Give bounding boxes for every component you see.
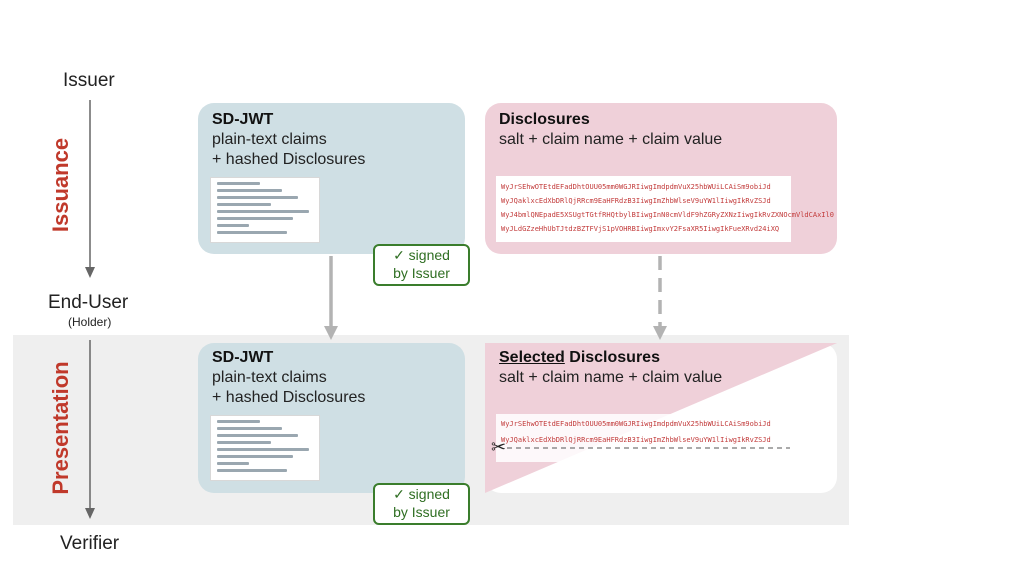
scissors-icon: ✂ bbox=[491, 437, 507, 457]
issuance-arrow-head bbox=[85, 267, 95, 278]
disclosure-item: WyJ4bmlQNEpadE5XSUgtTGtfRHQtbylBIiwgInN0… bbox=[501, 211, 834, 219]
verifier-label: Verifier bbox=[60, 533, 120, 554]
disclosure-item: WyJrSEhwOTEtdEFadDhtOUU05mm0WGJRIiwgImdp… bbox=[501, 420, 771, 428]
sdjwt-title: SD-JWT bbox=[212, 349, 274, 366]
presentation-arrow-head bbox=[85, 508, 95, 519]
issuance-signed-badge: ✓ signed by Issuer bbox=[373, 244, 470, 286]
issuer-label: Issuer bbox=[63, 70, 115, 91]
disclosure-item: WyJQaklxcEdXbDRlQjRRcm9EaHFRdzB3IiwgImZh… bbox=[501, 197, 771, 205]
jwt-code-thumbnail bbox=[210, 415, 320, 481]
sdjwt-line-1: plain-text claims bbox=[212, 131, 327, 148]
issuance-phase-label: Issuance bbox=[48, 137, 73, 233]
sdjwt-title: SD-JWT bbox=[212, 111, 274, 128]
end-user-label: End-User bbox=[48, 292, 129, 313]
selected-disclosures-title: Selected Disclosures bbox=[499, 349, 660, 366]
disclosure-item: WyJrSEhwOTEtdEFadDhtOUU05mm0WGJRIiwgImdp… bbox=[501, 183, 771, 191]
timeline-arrows bbox=[85, 100, 95, 519]
holder-label: (Holder) bbox=[68, 315, 112, 329]
disclosures-subtitle: salt + claim name + claim value bbox=[499, 131, 723, 148]
presentation-phase-label: Presentation bbox=[48, 361, 73, 495]
issuance-sdjwt-box: SD-JWT plain-text claims + hashed Disclo… bbox=[198, 103, 465, 254]
presentation-signed-badge: ✓ signed by Issuer bbox=[373, 483, 470, 525]
disclosures-title: Disclosures bbox=[499, 111, 590, 128]
selected-disclosures-list: WyJrSEhwOTEtdEFadDhtOUU05mm0WGJRIiwgImdp… bbox=[496, 414, 792, 462]
presentation-sdjwt-box: SD-JWT plain-text claims + hashed Disclo… bbox=[198, 343, 465, 493]
transfer-arrows bbox=[324, 256, 667, 340]
disclosure-item: WyJQaklxcEdXbDRlQjRRcm9EaHFRdzB3IiwgImZh… bbox=[501, 436, 771, 444]
sdjwt-line-1: plain-text claims bbox=[212, 369, 327, 386]
sdjwt-line-2: + hashed Disclosures bbox=[212, 151, 366, 168]
presentation-disclosures-box: Selected Disclosures salt + claim name +… bbox=[485, 343, 837, 493]
sdjwt-line-2: + hashed Disclosures bbox=[212, 389, 366, 406]
disclosures-subtitle: salt + claim name + claim value bbox=[499, 369, 723, 386]
disclosure-item: WyJLdGZzeHhUbTJtdzBZTFVjS1pVOHRBIiwgImxv… bbox=[501, 225, 780, 233]
issuance-disclosures-box: Disclosures salt + claim name + claim va… bbox=[485, 103, 837, 254]
disclosures-list: WyJrSEhwOTEtdEFadDhtOUU05mm0WGJRIiwgImdp… bbox=[496, 176, 834, 242]
jwt-code-thumbnail bbox=[210, 177, 320, 243]
cut-line bbox=[507, 447, 790, 449]
